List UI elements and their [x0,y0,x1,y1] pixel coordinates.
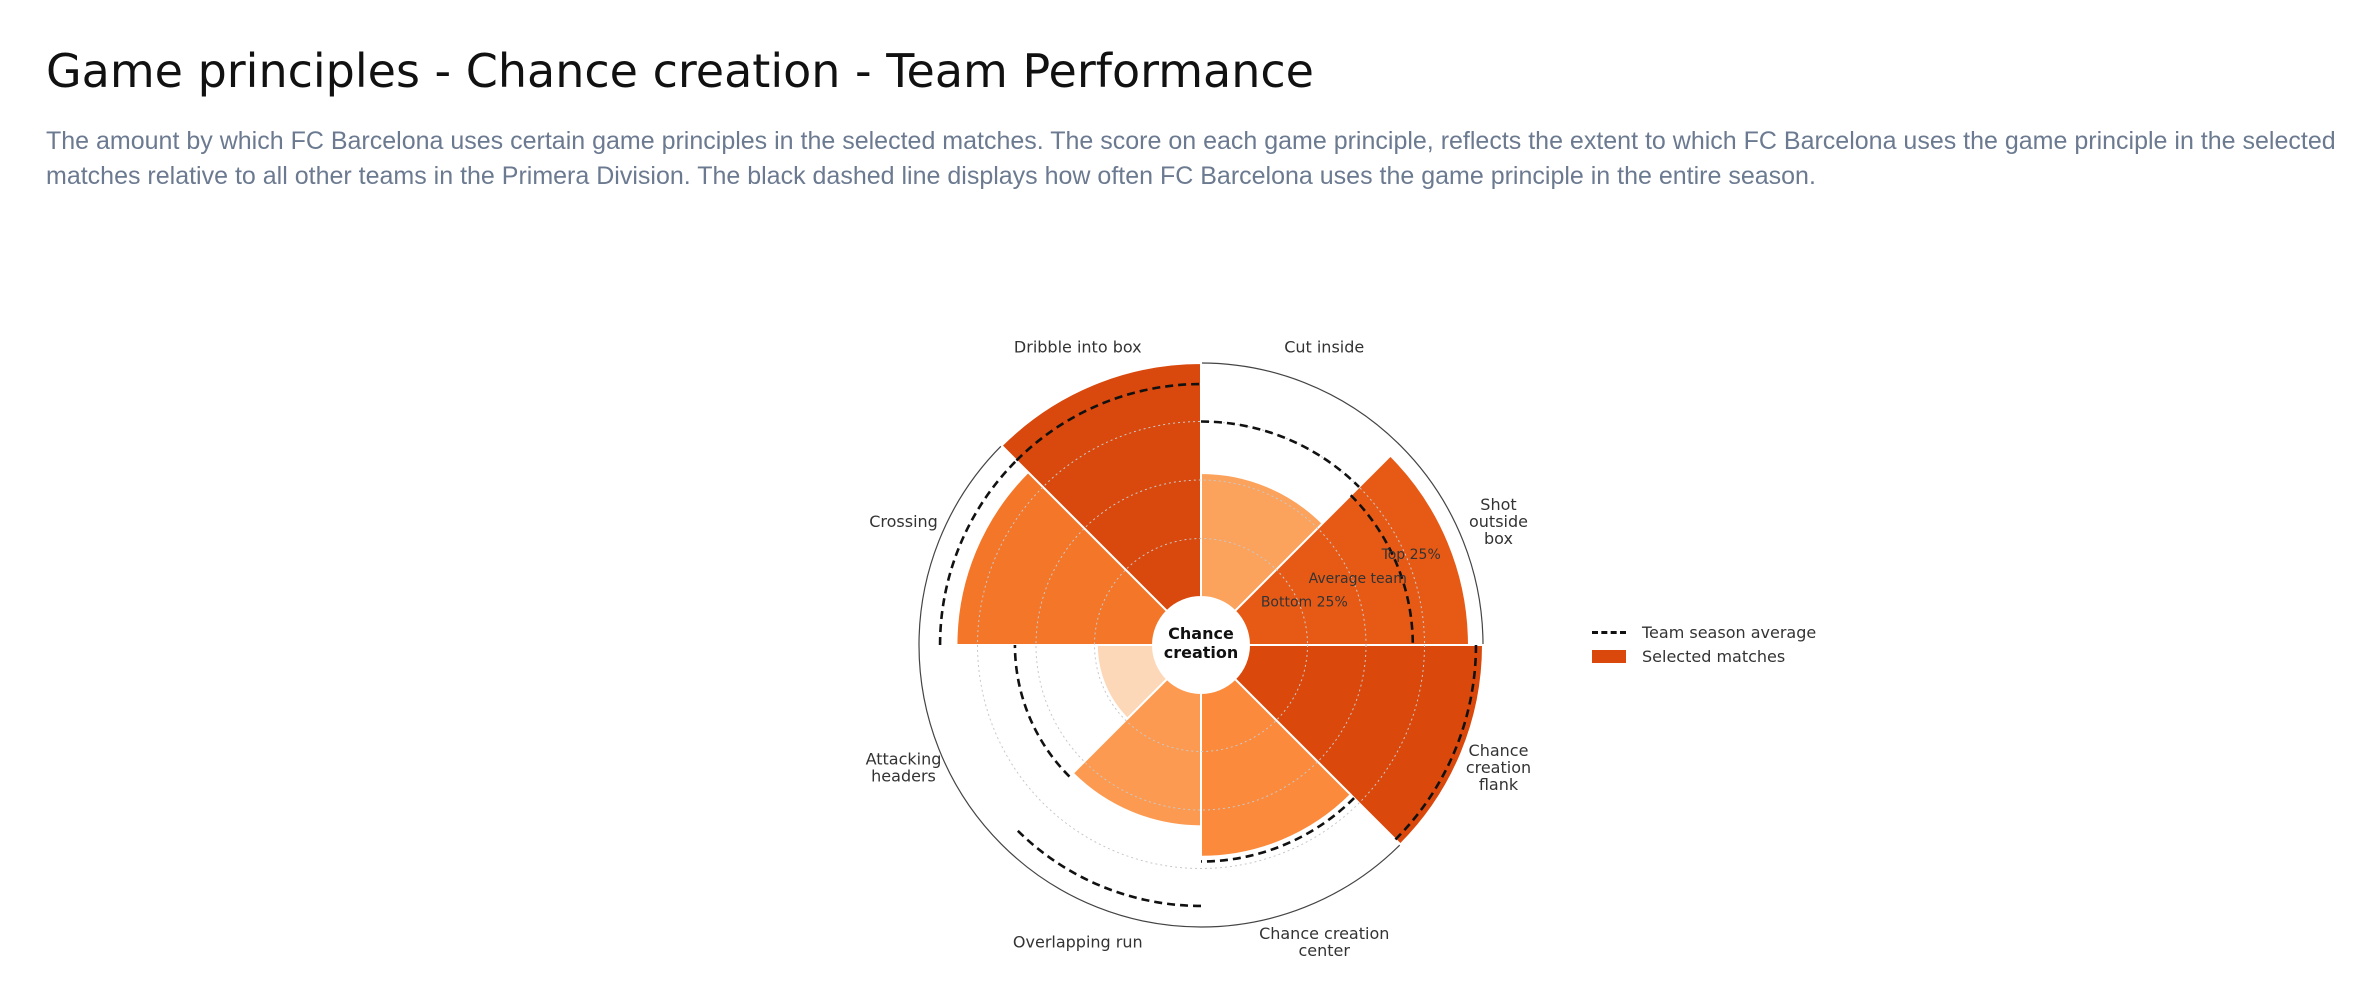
legend-label-season: Team season average [1642,622,1817,642]
category-label: Shot [1480,495,1516,514]
legend-label-selected: Selected matches [1642,646,1786,666]
ring-label: Top 25% [1381,547,1441,563]
dashed-line-icon [1592,630,1626,634]
season-average-arc [1013,644,1071,778]
category-label: outside [1469,512,1528,531]
ring-label: Bottom 25% [1261,595,1348,611]
legend-item-selected: Selected matches [1592,644,1816,668]
guide-ring [977,421,1425,869]
category-label: center [1298,941,1350,960]
season-average-arc [1200,797,1355,863]
orange-swatch-icon [1592,649,1626,663]
category-label: Overlapping run [1013,932,1143,951]
center-label: creation [1164,643,1239,662]
page-title: Game principles - Chance creation - Team… [46,44,1314,98]
category-label: headers [871,767,936,786]
sector-chance-creation-center [1200,677,1353,858]
sector-crossing [955,470,1169,646]
center-hole [1154,598,1248,692]
category-label: Attacking [866,750,942,769]
category-label: Chance [1469,741,1529,760]
category-label: Cut inside [1284,338,1364,357]
center-label: Chance [1168,624,1234,643]
category-label: Dribble into box [1014,338,1142,357]
season-average-arc [1015,828,1202,908]
legend: Team season average Selected matches [1592,620,1816,668]
category-label: Chance creation [1259,924,1389,943]
season-average-arc [1349,494,1415,646]
ring-label: Average team [1309,571,1407,587]
sector-chance-creation-flank [1233,644,1485,846]
sector-overlapping-run [1071,677,1202,828]
category-label: creation [1466,758,1531,777]
legend-item-season: Team season average [1592,620,1816,644]
guide-ring [1094,538,1308,752]
page-description: The amount by which FC Barcelona uses ce… [46,127,2336,190]
sector-dribble-into-box [1000,361,1202,613]
sector-cut-inside [1200,471,1325,613]
sector-shot-outside-box [1233,454,1470,646]
season-average-arc [1394,644,1478,841]
category-label: flank [1479,775,1519,794]
category-label: Crossing [869,512,938,531]
guide-ring [1035,479,1367,811]
category-label: box [1484,529,1513,548]
